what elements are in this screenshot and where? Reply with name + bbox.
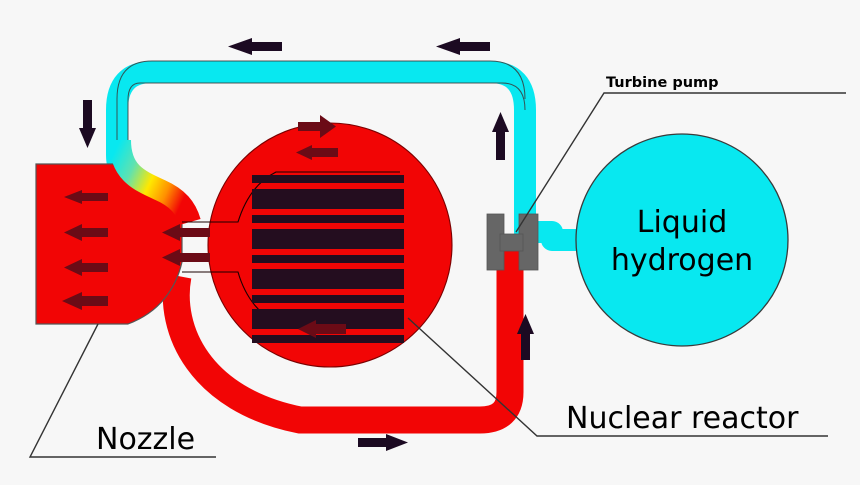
nozzle-throat-arrows xyxy=(162,224,210,266)
turbine-pump-label: Turbine pump xyxy=(606,75,719,91)
cold-pipe-outline xyxy=(116,60,526,165)
nozzle-label: Nozzle xyxy=(96,422,195,457)
core-bar-thick-3 xyxy=(252,269,404,289)
core-bar-thick-4 xyxy=(252,309,404,329)
top-right-arrow xyxy=(436,38,490,55)
reactor-core-bars xyxy=(252,175,404,343)
top-left-arrow xyxy=(228,38,282,55)
injector-gradient-pipe xyxy=(109,139,201,226)
core-bar-thick-1 xyxy=(252,189,404,209)
nozzle-exhaust-arrows xyxy=(62,190,108,310)
nozzle-arrow-2 xyxy=(64,224,108,241)
nuclear-reactor-body xyxy=(182,115,453,368)
nuclear-reactor-callout: Nuclear reactor xyxy=(407,317,828,437)
nozzle-arrow-4 xyxy=(62,292,108,310)
red-pipe-stroke xyxy=(162,236,524,434)
turbine-pump-leader xyxy=(515,92,846,233)
core-bar-thin-3 xyxy=(252,255,404,263)
core-bar-thin-2 xyxy=(252,215,404,223)
up-arrow-right xyxy=(492,112,509,160)
reactor-arrow-left-top xyxy=(296,145,338,160)
nozzle-arrow-3 xyxy=(64,259,108,276)
nozzle-arrow-1 xyxy=(64,190,108,204)
tank-label-line1: Liquid xyxy=(637,205,727,240)
hot-hydrogen-return-line xyxy=(162,236,524,434)
nozzle-callout: Nozzle xyxy=(28,323,216,458)
core-bar-thin-4 xyxy=(252,295,404,303)
nuclear-reactor-leader xyxy=(407,317,828,437)
up-arrow-pump-feed xyxy=(517,314,534,360)
throat-arrow-2 xyxy=(162,249,210,266)
reactor-arrow-left-bottom xyxy=(298,320,346,338)
turbine-pump-body[interactable] xyxy=(486,213,539,271)
nuclear-reactor-label: Nuclear reactor xyxy=(566,401,799,436)
pump-shaft xyxy=(499,233,524,252)
core-bar-thick-2 xyxy=(252,229,404,249)
gradient-pipe-stroke xyxy=(109,139,201,226)
tank-label-line2: hydrogen xyxy=(611,243,753,278)
liquid-hydrogen-tank: Liquid hydrogen xyxy=(575,133,789,347)
bottom-arrow xyxy=(358,434,408,451)
reactor-flow-arrows xyxy=(296,115,346,338)
tank-circle xyxy=(575,133,789,347)
reactor-arrow-right-top xyxy=(298,115,336,138)
throat-arrow-1 xyxy=(162,224,210,241)
flow-arrows xyxy=(79,38,534,451)
turbine-pump-callout: Turbine pump xyxy=(515,75,846,233)
down-arrow-left xyxy=(79,100,96,148)
nozzle-leader xyxy=(28,323,216,458)
core-bar-thin-1 xyxy=(252,175,404,183)
core-bar-thin-5 xyxy=(252,335,404,343)
